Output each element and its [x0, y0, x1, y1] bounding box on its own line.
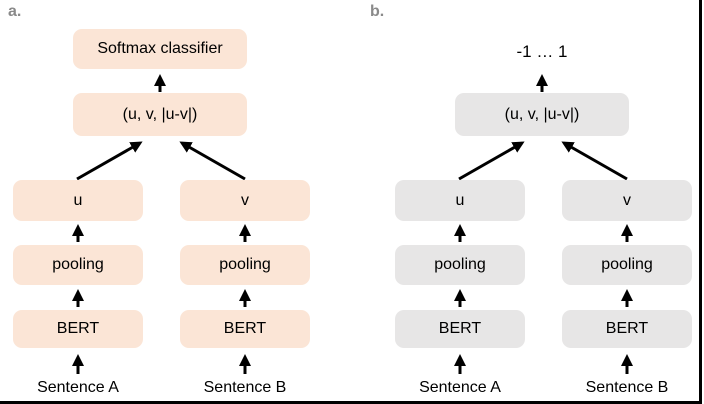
- sentence-a-label: Sentence A: [419, 379, 501, 396]
- panel-b-label: b.: [370, 3, 385, 20]
- panel-a: Softmax classifier (u, v, |u-v|) u v poo…: [0, 0, 322, 404]
- sentence-a-label: Sentence A: [37, 379, 119, 396]
- bert-box-right: BERT: [180, 310, 310, 348]
- frame-border-right: [699, 0, 702, 404]
- bert-box-left: BERT: [395, 310, 525, 348]
- arrow-u-to-concat: [458, 141, 525, 181]
- u-embedding-box: u: [13, 180, 143, 221]
- sentence-b-label: Sentence B: [203, 379, 287, 396]
- sentence-b-label: Sentence B: [585, 379, 669, 396]
- pooling-box-right: pooling: [562, 245, 692, 285]
- softmax-classifier-box: Softmax classifier: [73, 29, 247, 69]
- pooling-box-left: pooling: [395, 245, 525, 285]
- arrow-u-to-concat: [76, 141, 143, 181]
- panel-a-label: a.: [8, 3, 22, 20]
- v-embedding-box: v: [180, 180, 310, 221]
- score-range-label: -1 … 1: [516, 42, 568, 61]
- arrow-v-to-concat: [179, 141, 246, 181]
- u-embedding-box: u: [395, 180, 525, 221]
- pooling-box-right: pooling: [180, 245, 310, 285]
- v-embedding-box: v: [562, 180, 692, 221]
- pooling-box-left: pooling: [13, 245, 143, 285]
- concat-box: (u, v, |u-v|): [455, 93, 629, 136]
- bert-box-left: BERT: [13, 310, 143, 348]
- bert-box-right: BERT: [562, 310, 692, 348]
- concat-box: (u, v, |u-v|): [73, 93, 247, 136]
- arrow-v-to-concat: [561, 141, 628, 181]
- panel-b: -1 … 1 (u, v, |u-v|) u v pooling pooling…: [382, 0, 704, 404]
- frame-border-bottom: [0, 401, 702, 404]
